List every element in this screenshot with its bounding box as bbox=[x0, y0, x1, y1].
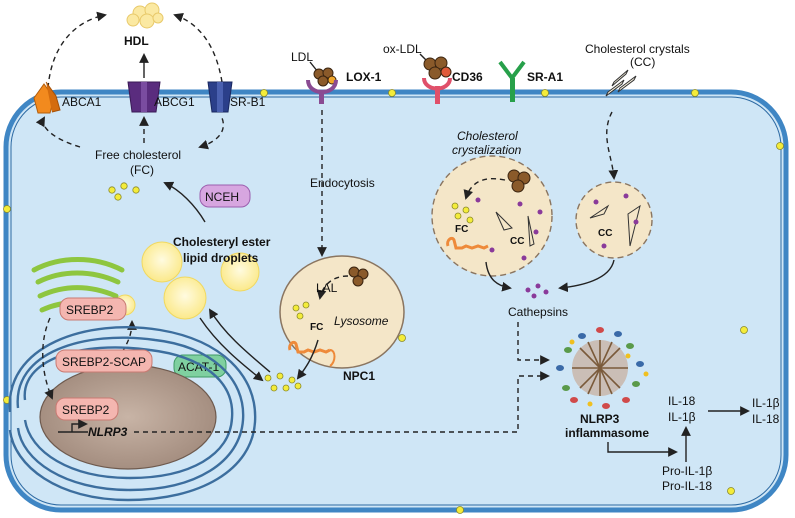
arrow-cathepsins-to-inflammasome bbox=[517, 322, 550, 365]
abca1-transporter bbox=[33, 81, 61, 114]
crystals-label-2: (CC) bbox=[630, 55, 655, 69]
il18-intracellular: IL-18 bbox=[668, 394, 696, 408]
nlrp3-gene-label: NLRP3 bbox=[88, 425, 128, 439]
srebp2-golgi-label: SREBP2 bbox=[66, 303, 114, 317]
pro-il18-label: Pro-IL-18 bbox=[662, 479, 712, 493]
srb1-label: SR-B1 bbox=[230, 95, 266, 109]
nceh-label: NCEH bbox=[205, 190, 239, 204]
arrow-scap-to-golgi bbox=[121, 320, 137, 353]
srebp2-scap-label: SREBP2-SCAP bbox=[62, 355, 146, 369]
crystallization-label-1: Cholesterol bbox=[457, 129, 518, 143]
free-cholesterol-label: Free cholesterol bbox=[95, 148, 181, 162]
srebp2-golgi-box bbox=[59, 297, 127, 321]
hdl-particle bbox=[126, 2, 164, 29]
oxldl-label: ox-LDL bbox=[383, 42, 422, 56]
cathepsin-dots bbox=[525, 283, 549, 299]
arrow-fc-to-srb1 bbox=[198, 117, 225, 150]
cholesteryl-ester-label-1: Cholesteryl ester bbox=[173, 235, 271, 249]
lipid-droplets bbox=[114, 241, 260, 320]
lysosome-ldl-particle bbox=[348, 266, 369, 287]
vesicle-purple-dots bbox=[475, 197, 543, 261]
arrow-lal-hydrolysis bbox=[316, 275, 349, 300]
sra1-receptor bbox=[498, 60, 526, 102]
abcg1-transporter bbox=[127, 81, 161, 113]
nlrp3-inflammasome bbox=[556, 327, 649, 409]
vesicle-fc-label: FC bbox=[455, 224, 468, 235]
il18-secreted: IL-18 bbox=[752, 412, 780, 426]
abca1-label: ABCA1 bbox=[62, 95, 102, 109]
il1b-secreted: IL-1β bbox=[752, 396, 780, 410]
lox1-receptor bbox=[306, 79, 338, 104]
free-cholesterol-dots bbox=[108, 182, 140, 201]
pro-il1b-label: Pro-IL-1β bbox=[662, 464, 712, 478]
crystallization-vesicle bbox=[431, 155, 553, 277]
arrow-fc-to-droplets bbox=[208, 308, 271, 373]
acat1-label: ACAT-1 bbox=[178, 360, 219, 374]
arrow-droplets-to-fc bbox=[163, 181, 206, 223]
vesicle-cc-label: CC bbox=[510, 236, 524, 247]
lysosome-edge-dot bbox=[398, 334, 406, 342]
il1b-intracellular: IL-1β bbox=[668, 410, 696, 424]
vesicle-oxldl-particle bbox=[507, 169, 531, 193]
inflammasome-label-1: NLRP3 bbox=[580, 412, 620, 426]
arrow-inflammasome-processing bbox=[607, 442, 678, 457]
lysosome-label: Lysosome bbox=[334, 314, 389, 328]
cytosolic-fc-dots bbox=[264, 372, 302, 392]
crystal-shapes bbox=[605, 69, 637, 97]
abcg1-label: ABCG1 bbox=[154, 95, 195, 109]
srebp2-nucleus-label: SREBP2 bbox=[62, 403, 110, 417]
npc1-label: NPC1 bbox=[343, 369, 375, 383]
lysosome-fc-label: FC bbox=[310, 322, 323, 333]
srb1-receptor bbox=[207, 81, 233, 113]
vesicle-npc1-protein bbox=[446, 236, 489, 250]
ldl-particle bbox=[313, 67, 337, 87]
nlrp3-promoter-arrow bbox=[71, 419, 88, 432]
arrow-ccvesicle-to-cathepsins bbox=[558, 259, 615, 293]
arrow-abca1-to-hdl bbox=[47, 11, 107, 89]
vesicle-crystals bbox=[495, 211, 535, 247]
arrow-fc-to-abca1 bbox=[35, 116, 81, 148]
ldl-label: LDL bbox=[291, 50, 313, 64]
lox1-label: LOX-1 bbox=[346, 70, 382, 84]
endocytosis-label: Endocytosis bbox=[310, 176, 375, 190]
arrow-vesicle-release bbox=[463, 178, 506, 200]
cholesteryl-ester-label-2: lipid droplets bbox=[183, 251, 259, 265]
arrow-gene-to-inflammasome bbox=[134, 371, 550, 433]
cd36-label: CD36 bbox=[452, 70, 483, 84]
sra1-label: SR-A1 bbox=[527, 70, 563, 84]
arrow-srb1-to-hdl bbox=[173, 12, 223, 83]
arrow-droplets-to-fc bbox=[199, 317, 264, 382]
srebp2-scap-box bbox=[55, 349, 153, 373]
cc-vesicle-label: CC bbox=[598, 228, 612, 239]
lysosome-fc-dots bbox=[292, 301, 310, 320]
inflammasome-label-2: inflammasome bbox=[565, 426, 649, 440]
arrow-fc-out-lysosome bbox=[296, 339, 319, 380]
crystallization-label-2: crystalization bbox=[452, 143, 522, 157]
lysosome bbox=[279, 255, 405, 369]
arrow-srebp2-to-nucleus bbox=[42, 317, 54, 400]
arrow-vesicle-to-cathepsins bbox=[485, 261, 512, 292]
npc1-protein bbox=[288, 340, 336, 367]
cc-vesicle-purple-dots bbox=[593, 193, 639, 249]
cc-vesicle-crystals bbox=[589, 204, 641, 247]
crystals-label-1: Cholesterol crystals bbox=[585, 42, 690, 56]
nceh-enzyme-box bbox=[199, 184, 251, 208]
free-cholesterol-abbrev: (FC) bbox=[130, 163, 154, 177]
cathepsins-label: Cathepsins bbox=[508, 305, 568, 319]
lal-label: LAL bbox=[316, 281, 338, 295]
cc-vesicle bbox=[575, 181, 653, 259]
vesicle-fc-dots bbox=[451, 202, 474, 224]
cd36-receptor bbox=[422, 77, 452, 104]
oxldl-particle bbox=[423, 56, 452, 80]
hdl-label: HDL bbox=[124, 34, 149, 48]
membrane-cholesterol-dots bbox=[3, 89, 784, 514]
cell-membrane-inner bbox=[10, 96, 782, 506]
